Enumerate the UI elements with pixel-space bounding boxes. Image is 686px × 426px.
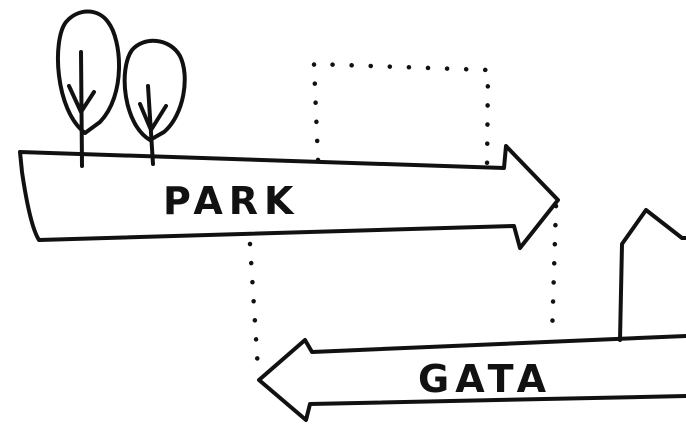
park-arrow [18, 144, 560, 250]
tree-icon [122, 38, 187, 166]
gata-label: GATA [418, 357, 552, 401]
gata-arrow [257, 334, 686, 422]
park-label: PARK [163, 179, 299, 223]
dotted-connector [247, 203, 559, 373]
dotted-outline-top [311, 61, 491, 171]
tree-icon [56, 9, 122, 168]
house-icon [618, 208, 686, 342]
